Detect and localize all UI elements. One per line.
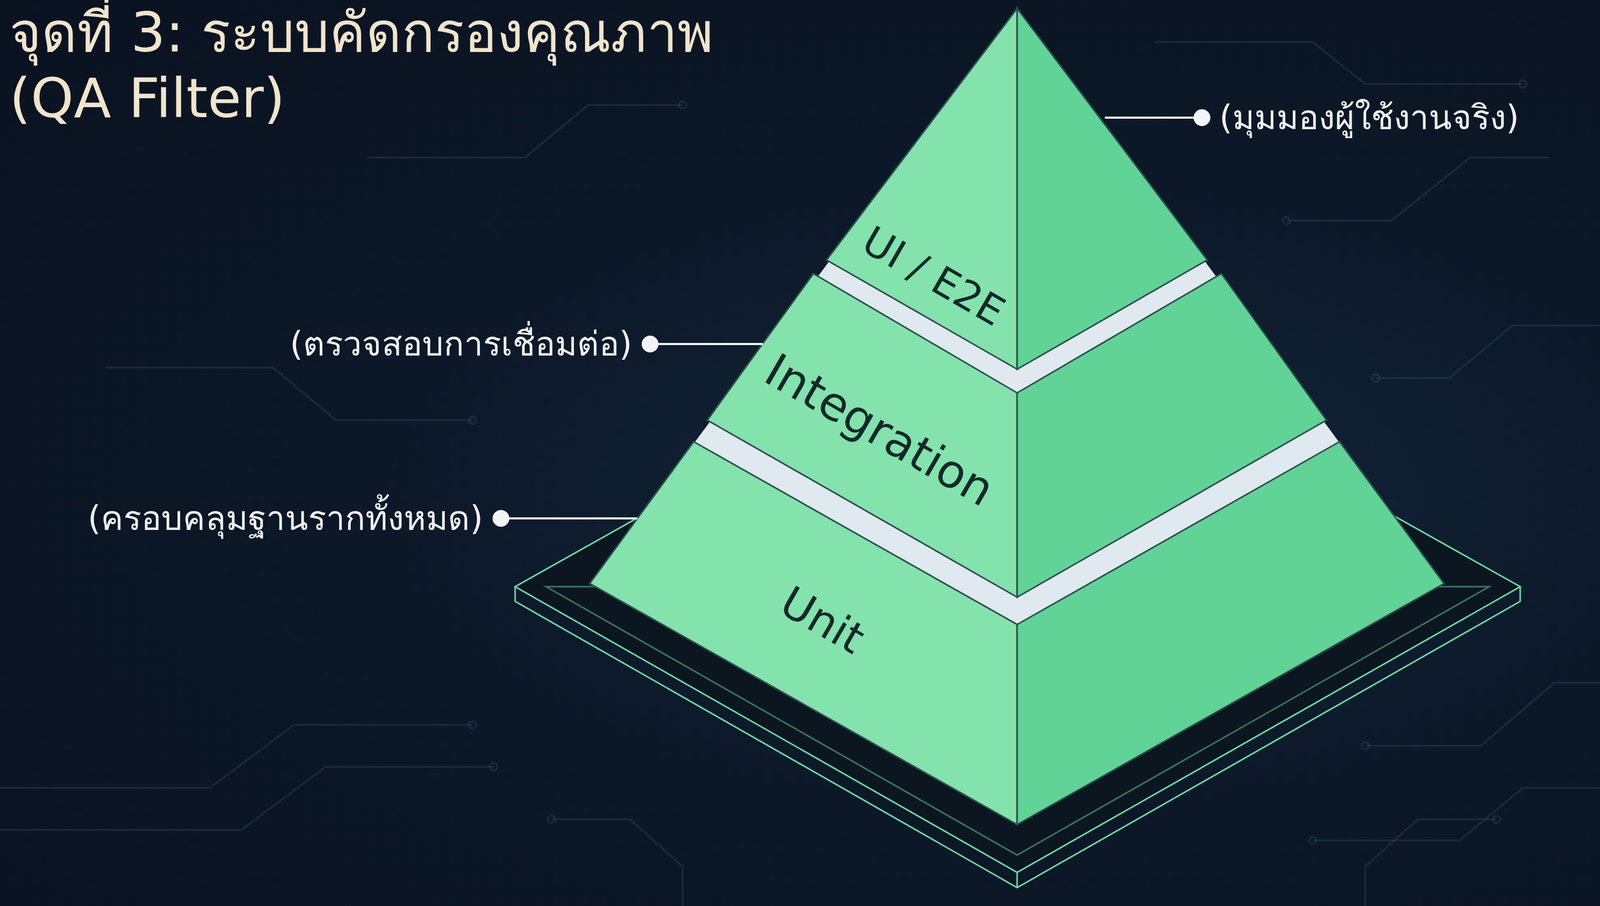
circuit-pad	[468, 416, 477, 424]
circuit-pad	[1372, 374, 1380, 382]
callout-note: (ตรวจสอบการเชื่อมต่อ)	[289, 323, 633, 365]
circuit-pad	[678, 101, 687, 109]
circuit-trace	[1375, 325, 1600, 379]
circuit-trace	[1286, 157, 1550, 221]
circuit-trace	[0, 724, 473, 788]
circuit-trace	[105, 367, 473, 421]
circuit-pad	[1492, 815, 1501, 823]
slide-title: จุดที่ 3: ระบบคัดกรองคุณภาพ (QA Filter)	[9, 0, 745, 132]
callout-note: (มุมมองผู้ใช้งานจริง)	[1219, 97, 1520, 139]
circuit-trace	[1365, 819, 1497, 906]
circuit-pad	[1361, 741, 1369, 750]
circuit-pad	[1282, 216, 1291, 225]
circuit-trace	[1155, 42, 1523, 85]
circuit-pad	[1519, 80, 1527, 88]
circuit-trace	[1365, 682, 1600, 746]
circuit-pad	[547, 815, 556, 823]
tier-face	[1017, 441, 1445, 825]
circuit-pad	[468, 720, 477, 729]
circuit-pad	[1309, 836, 1317, 844]
circuit-lines	[0, 42, 1600, 906]
circuit-trace	[367, 105, 683, 158]
callout-note: (ครอบคลุมฐานรากทั้งหมด)	[87, 498, 484, 539]
circuit-trace	[551, 819, 683, 906]
circuit-trace	[0, 766, 494, 830]
circuit-trace	[1312, 787, 1600, 841]
leader-lines	[493, 110, 1210, 526]
circuit-pad	[489, 762, 498, 771]
